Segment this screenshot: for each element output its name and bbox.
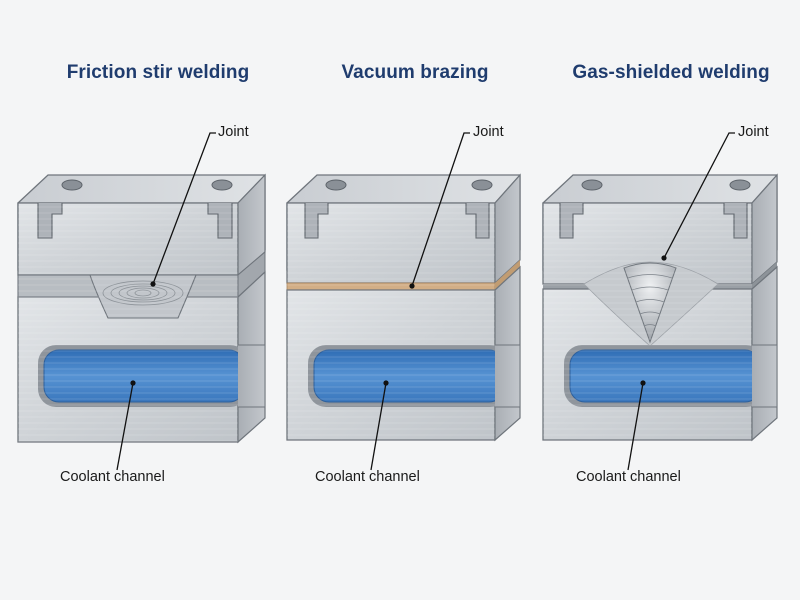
joint-leader-gas: [663, 132, 735, 259]
coolant-leader-gas: [627, 382, 644, 471]
joint-label-gas: Joint: [738, 124, 769, 140]
coolant-leader-friction: [116, 382, 134, 471]
joint-marker-friction: [150, 281, 156, 287]
coolant-marker-gas: [640, 380, 646, 386]
coolant-channel-label-vacuum: Coolant channel: [315, 469, 420, 485]
joint-marker-gas: [661, 255, 667, 261]
block-vacuum-brazing: [286, 173, 521, 442]
coolant-channel-label-gas: Coolant channel: [576, 469, 681, 485]
block-gas-shielded-welding: [542, 173, 778, 442]
panel-title-vacuum-brazing: Vacuum brazing: [341, 62, 489, 83]
coolant-leader-vacuum: [370, 382, 387, 471]
block-friction-stir-welding: [17, 173, 266, 444]
joint-marker-vacuum: [409, 283, 415, 289]
joint-label-vacuum: Joint: [473, 124, 504, 140]
panel-title-friction-stir-welding: Friction stir welding: [66, 62, 250, 83]
coolant-marker-vacuum: [383, 380, 389, 386]
joint-label-friction: Joint: [218, 124, 249, 140]
coolant-marker-friction: [130, 380, 136, 386]
coolant-channel-label-friction: Coolant channel: [60, 469, 165, 485]
joint-leader-vacuum: [411, 132, 470, 287]
panel-title-gas-shielded-welding: Gas-shielded welding: [572, 62, 770, 83]
joint-leader-friction: [152, 132, 216, 285]
